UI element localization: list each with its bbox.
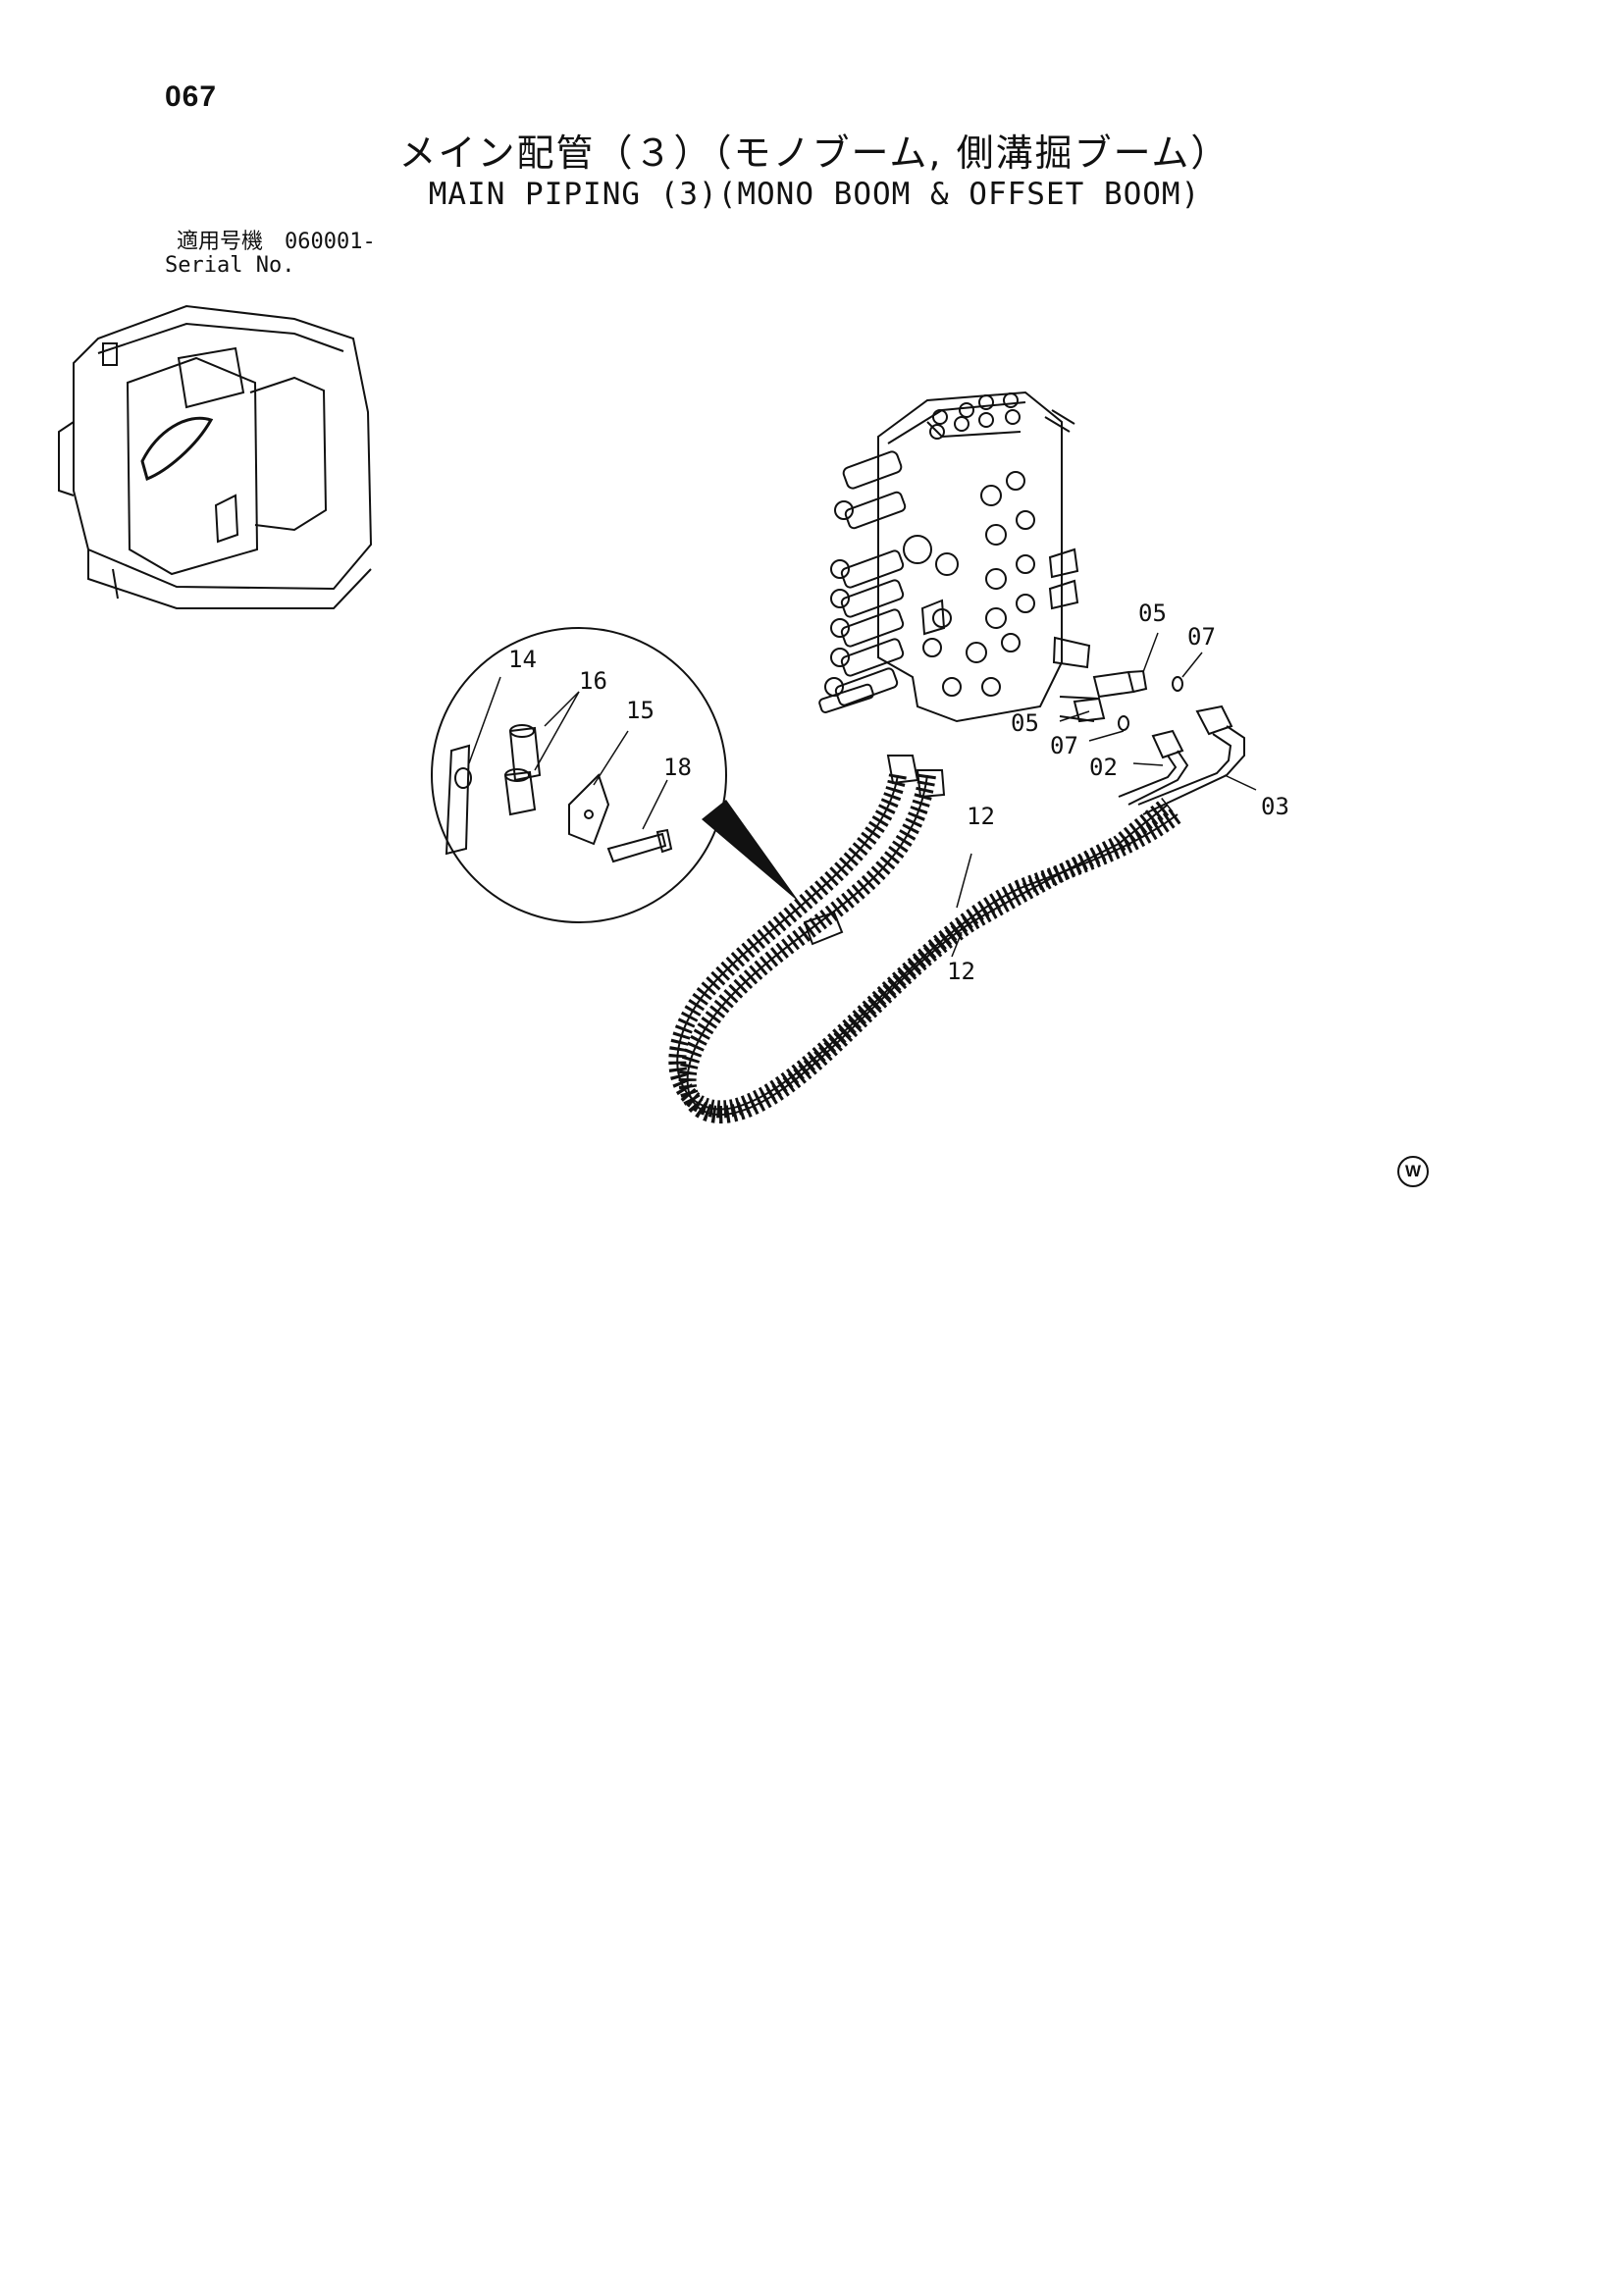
control-valve-icon [818, 391, 1091, 723]
page-number: 067 [165, 80, 218, 113]
callout-12-upper: 12 [967, 803, 995, 830]
serial-info: 適用号機 060001- Serial No. [165, 231, 376, 278]
serial-label-jp: 適用号機 [177, 230, 264, 254]
callout-14: 14 [508, 646, 537, 673]
callout-12-lower: 12 [947, 958, 975, 985]
serial-label-en: Serial No. [165, 253, 295, 278]
callout-07-lower: 07 [1050, 732, 1078, 759]
excavator-cab-icon [58, 304, 373, 609]
callouts: 14 16 15 18 05 07 05 07 02 03 12 12 [508, 600, 1289, 985]
leader-lines [468, 632, 1257, 958]
callout-18: 18 [663, 754, 692, 781]
page-title-jp: メイン配管（３）（モノブーム, 側溝掘ブーム） [398, 131, 1231, 175]
hose-assembly-icon [668, 755, 1183, 1123]
detail-pointer [702, 800, 800, 903]
callout-05-upper: 05 [1138, 600, 1167, 627]
corner-w-mark: W [1397, 1156, 1429, 1187]
detail-circle [431, 627, 727, 923]
callout-15: 15 [626, 697, 655, 724]
callout-05-lower: 05 [1011, 709, 1039, 737]
page-title-en: MAIN PIPING (3)(MONO BOOM & OFFSET BOOM) [428, 177, 1201, 212]
callout-02: 02 [1089, 754, 1118, 781]
callout-07-upper: 07 [1187, 623, 1216, 651]
serial-number: 060001- [285, 230, 376, 254]
fittings [1059, 669, 1245, 815]
callout-03: 03 [1261, 793, 1289, 820]
callout-16: 16 [579, 667, 607, 695]
